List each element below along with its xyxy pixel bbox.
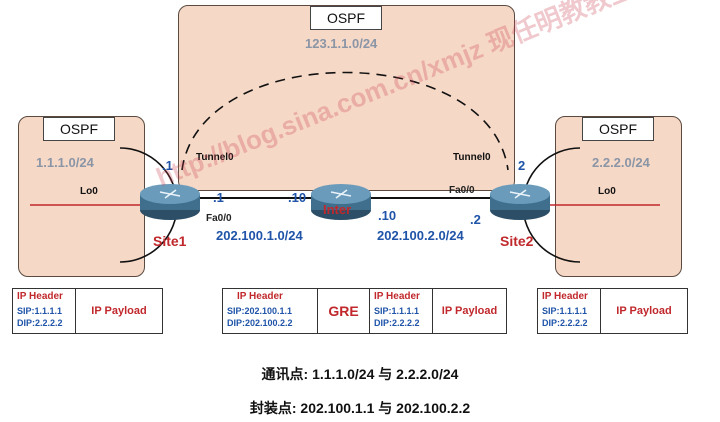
router-site1-icon	[140, 184, 200, 220]
right-ospf-zone	[555, 116, 682, 277]
right-network-label: 2.2.2.0/24	[592, 155, 650, 170]
left-packet-sip: SIP:1.1.1.1	[17, 306, 63, 316]
center-gre-label: GRE	[328, 303, 359, 319]
router-site2-icon	[490, 184, 550, 220]
left-packet-dip: DIP:2.2.2.2	[17, 318, 63, 328]
site1-iface-ip: .1	[213, 190, 224, 205]
center-payload-cell: IP Payload	[433, 289, 506, 333]
center-inner-header-cell: IP Header SIP:1.1.1.1 DIP:2.2.2.2	[370, 289, 433, 333]
inter-left-ip: .10	[288, 190, 307, 205]
inter-name: Inter	[323, 202, 352, 217]
center-outer-dip: DIP:202.100.2.2	[227, 318, 293, 328]
center-outer-sip: SIP:202.100.1.1	[227, 306, 293, 316]
left-packet: IP Header SIP:1.1.1.1 DIP:2.2.2.2 IP Pay…	[12, 288, 163, 334]
left-network-label: 1.1.1.0/24	[36, 155, 94, 170]
left-packet-header-cell: IP Header SIP:1.1.1.1 DIP:2.2.2.2	[13, 289, 76, 333]
right-packet-header-cell: IP Header SIP:1.1.1.1 DIP:2.2.2.2	[538, 289, 601, 333]
right-loopback-label: Lo0	[598, 186, 616, 197]
left-loopback-label: Lo0	[80, 186, 98, 197]
site2-tunnel-label: Tunnel0	[453, 152, 491, 163]
left-ospf-tag: OSPF	[43, 117, 115, 141]
center-outer-header-title: IP Header	[237, 291, 283, 302]
center-inner-sip: SIP:1.1.1.1	[374, 306, 420, 316]
site2-iface-label: Fa0/0	[449, 185, 475, 196]
right-packet: IP Header SIP:1.1.1.1 DIP:2.2.2.2 IP Pay…	[537, 288, 688, 334]
site2-tunnel-ip: 2	[518, 158, 526, 173]
site1-tunnel-label: Tunnel0	[196, 152, 234, 163]
right-packet-sip: SIP:1.1.1.1	[542, 306, 588, 316]
center-gre-cell: GRE	[318, 289, 370, 333]
center-inner-dip: DIP:2.2.2.2	[374, 318, 420, 328]
site2-iface-ip: .2	[470, 212, 481, 227]
center-outer-header-cell: IP Header SIP:202.100.1.1 DIP:202.100.2.…	[223, 289, 318, 333]
inter-right-ip: .10	[378, 208, 397, 223]
right-packet-payload: IP Payload	[616, 305, 672, 317]
site1-iface-label: Fa0/0	[206, 213, 232, 224]
center-ospf-tag: OSPF	[310, 6, 382, 30]
left-packet-payload-cell: IP Payload	[76, 289, 162, 333]
center-inner-header-title: IP Header	[374, 291, 420, 302]
right-packet-header-title: IP Header	[542, 291, 588, 302]
right-packet-dip: DIP:2.2.2.2	[542, 318, 588, 328]
center-ospf-zone	[178, 5, 515, 191]
right-link-subnet: 202.100.2.0/24	[377, 228, 464, 243]
site1-tunnel-ip: .1	[162, 158, 173, 173]
center-packet: IP Header SIP:202.100.1.1 DIP:202.100.2.…	[222, 288, 507, 334]
left-packet-payload: IP Payload	[91, 305, 147, 317]
tunnel-arc	[181, 71, 509, 171]
center-payload: IP Payload	[441, 305, 498, 317]
right-ospf-tag: OSPF	[582, 117, 654, 141]
encap-endpoints-caption: 封装点: 202.100.1.1 与 202.100.2.2	[249, 400, 471, 416]
left-packet-header-title: IP Header	[17, 291, 63, 302]
left-link-subnet: 202.100.1.0/24	[216, 228, 303, 243]
right-packet-payload-cell: IP Payload	[601, 289, 687, 333]
router-inter-icon	[311, 184, 371, 220]
left-ospf-zone	[18, 116, 145, 277]
site1-name: Site1	[153, 233, 187, 249]
comm-endpoints-caption: 通讯点: 1.1.1.0/24 与 2.2.2.0/24	[261, 366, 459, 382]
center-network-label: 123.1.1.0/24	[305, 36, 378, 51]
site2-name: Site2	[500, 233, 534, 249]
